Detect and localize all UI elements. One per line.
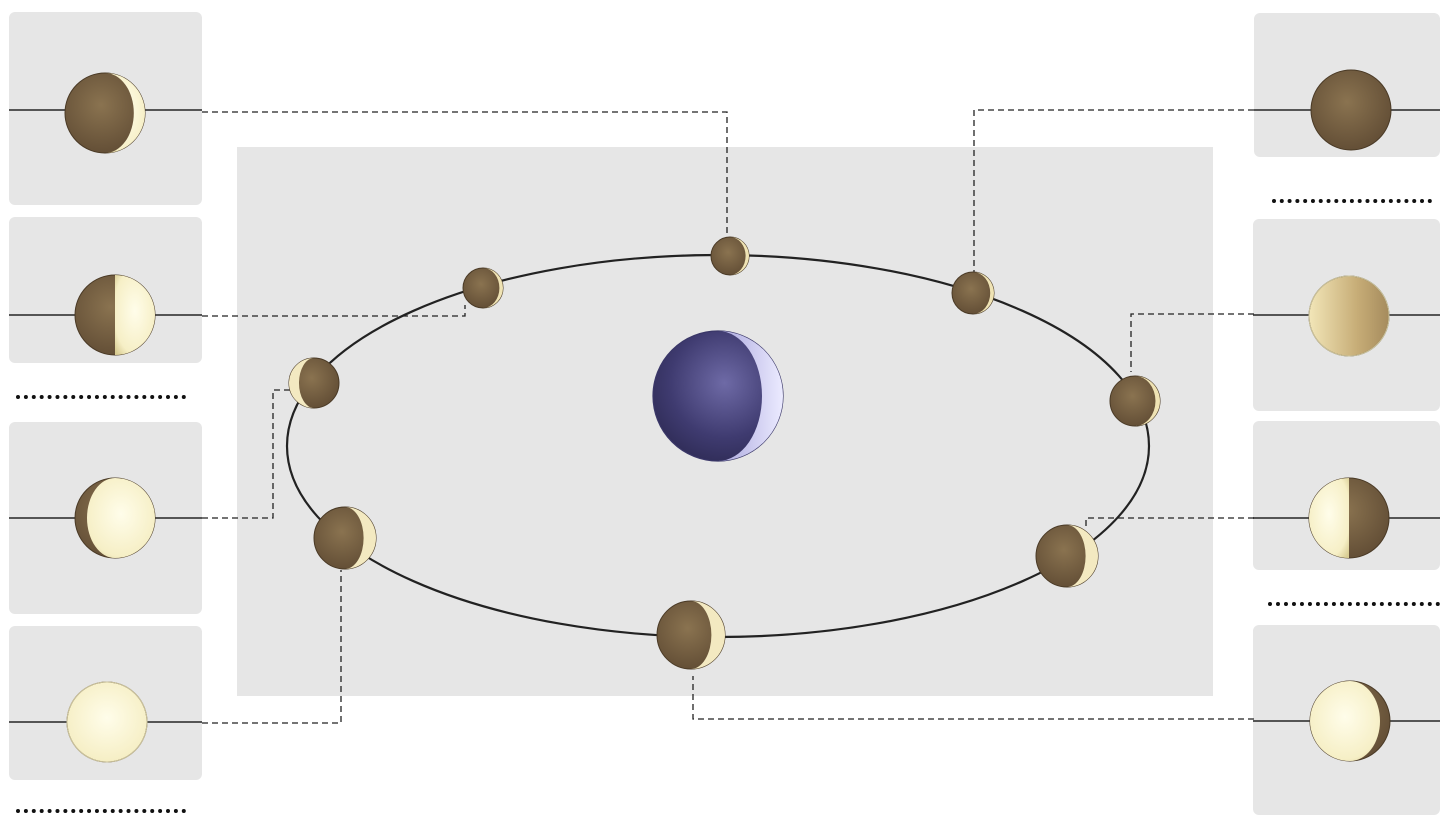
connector-line [202, 112, 727, 236]
orbit-moon-icon [463, 268, 503, 308]
connector-line [202, 390, 292, 518]
orbit-moon-icon [711, 237, 749, 275]
connector-line [974, 110, 1254, 272]
earth-icon [653, 331, 783, 461]
orbit-moon-icon [1110, 376, 1160, 426]
orbit-moon-icon [1036, 525, 1098, 587]
orbit-moon-icon [952, 272, 994, 314]
connector-line [693, 676, 1254, 719]
orbit-moon-icon [314, 507, 376, 569]
orbit-moon-icon [289, 358, 339, 408]
connector-line [1131, 314, 1254, 372]
orbit-moon-icon [657, 601, 725, 669]
connector-line [202, 570, 341, 723]
